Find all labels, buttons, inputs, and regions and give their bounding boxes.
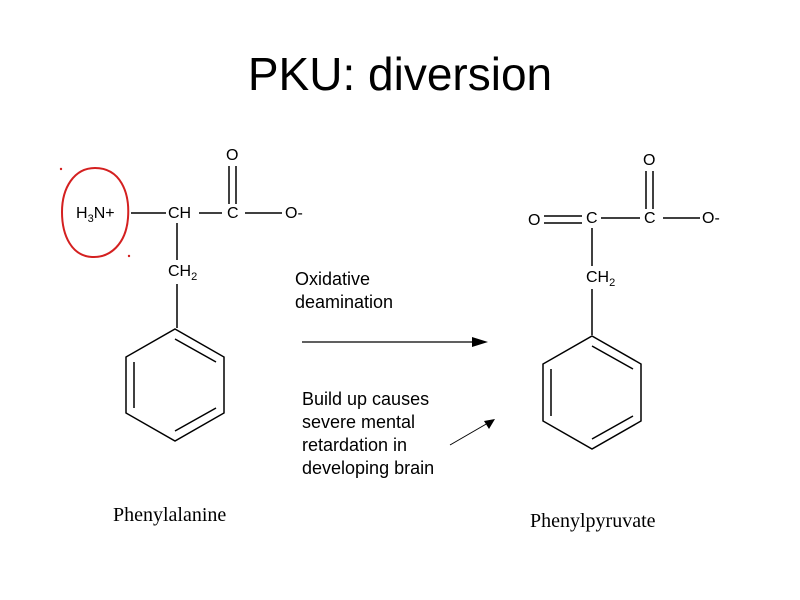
- carboxylate-oxygen-label-2: O-: [702, 210, 720, 227]
- carboxyl-carbon-label-2: C: [644, 210, 656, 227]
- phenylpyruvate-name: Phenylpyruvate: [530, 510, 656, 532]
- note-pointer-arrow: [449, 419, 495, 446]
- carboxylate-oxygen-label: O-: [285, 205, 303, 222]
- methylene-label-2: CH2: [586, 269, 616, 290]
- benzene-ring-phenylpyruvate: [542, 335, 642, 450]
- slide-title: PKU: diversion: [247, 48, 553, 100]
- reaction-label: Oxidative deamination: [295, 269, 394, 312]
- benzene-ring-phenylalanine: [125, 328, 225, 442]
- keto-oxygen-label: O: [528, 212, 541, 229]
- buildup-note: Build up causes severe mental retardatio…: [302, 389, 435, 478]
- carboxyl-carbon-label: C: [227, 205, 239, 222]
- carbonyl-oxygen-label-2: O: [643, 152, 656, 169]
- amino-group-label: H3N+: [76, 205, 115, 226]
- amino-group-highlight: [59, 166, 131, 259]
- keto-carbon-label: C: [586, 210, 598, 227]
- carbonyl-oxygen-label: O: [226, 147, 239, 164]
- methylene-label: CH2: [168, 263, 198, 284]
- reaction-arrow: [302, 337, 488, 347]
- phenylalanine-name: Phenylalanine: [113, 504, 227, 526]
- alpha-carbon-label: CH: [168, 205, 192, 222]
